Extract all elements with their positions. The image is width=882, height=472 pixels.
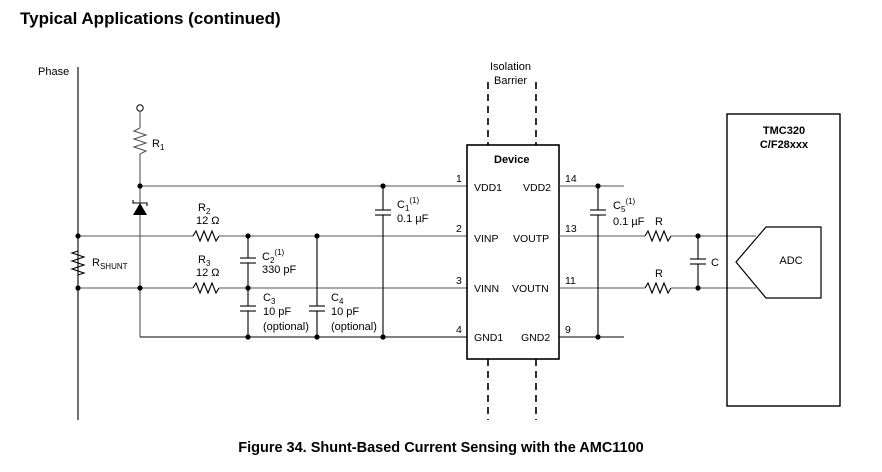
r-out-n-resistor: R [644,268,672,295]
rshunt-resistor: RSHUNT [70,250,128,276]
svg-text:12 Ω: 12 Ω [196,215,220,227]
isolation-amplifier-device: Device VDD1 VINP VINN GND1 VDD2 VOUTP VO… [456,144,577,360]
phase-label: Phase [38,66,69,78]
svg-text:330 pF: 330 pF [262,264,297,276]
svg-text:ADC: ADC [779,255,802,267]
svg-text:GND1: GND1 [474,332,503,344]
svg-text:11: 11 [565,275,576,287]
svg-text:C/F28xxx: C/F28xxx [760,139,809,151]
supply-terminal [136,104,144,112]
svg-text:Device: Device [494,154,529,166]
c5-capacitor: C5(1) 0.1 µF [590,183,645,340]
svg-text:12 Ω: 12 Ω [196,267,220,279]
svg-text:(optional): (optional) [263,321,309,333]
isolation-barrier-label: Isolation [490,61,531,73]
svg-text:R: R [655,268,663,280]
svg-text:VINN: VINN [474,283,499,295]
svg-text:VDD2: VDD2 [523,182,551,194]
svg-text:1: 1 [456,173,462,185]
svg-text:13: 13 [565,223,577,235]
svg-text:0.1 µF: 0.1 µF [397,213,429,225]
svg-text:VINP: VINP [474,233,499,245]
svg-text:C2(1): C2(1) [262,248,285,265]
svg-text:0.1 µF: 0.1 µF [613,216,645,228]
svg-text:C: C [711,257,719,269]
svg-text:3: 3 [456,275,462,287]
svg-text:C3: C3 [263,292,276,306]
svg-text:GND2: GND2 [521,332,550,344]
figure-caption: Figure 34. Shunt-Based Current Sensing w… [238,440,644,456]
svg-text:R2: R2 [198,202,211,216]
svg-text:Barrier: Barrier [494,75,527,87]
svg-text:(optional): (optional) [331,321,377,333]
c-filter-capacitor: C [690,233,719,291]
svg-text:2: 2 [456,223,462,235]
svg-text:4: 4 [456,324,462,336]
c1-capacitor: C1(1) 0.1 µF [375,186,429,337]
svg-text:RSHUNT: RSHUNT [92,257,128,271]
mcu-block: TMC320 C/F28xxx [726,113,841,407]
section-title: Typical Applications (continued) [20,9,281,28]
junction-dots-left [75,183,386,340]
svg-text:R: R [655,216,663,228]
svg-text:C1(1): C1(1) [397,196,420,213]
r2-resistor: R2 12 Ω [192,202,220,243]
r1-resistor: R1 [132,127,165,155]
svg-text:10 pF: 10 pF [331,306,359,318]
svg-text:TMC320: TMC320 [763,125,805,137]
c2-capacitor: C2(1) 330 pF [240,236,297,288]
svg-text:C5(1): C5(1) [613,197,636,214]
adc-block: ADC [735,226,822,299]
r3-resistor: R3 12 Ω [192,254,220,295]
zener-diode [132,186,148,337]
svg-text:14: 14 [565,173,577,185]
svg-text:C4: C4 [331,292,344,306]
svg-text:VOUTP: VOUTP [513,233,549,245]
svg-text:VOUTN: VOUTN [512,283,549,295]
c4-capacitor: C4 10 pF (optional) [309,236,377,337]
r-out-p-resistor: R [644,216,672,243]
svg-text:VDD1: VDD1 [474,182,502,194]
svg-text:R1: R1 [152,138,165,152]
svg-text:10 pF: 10 pF [263,306,291,318]
c3-capacitor: C3 10 pF (optional) [240,288,309,337]
svg-text:R3: R3 [198,254,211,268]
svg-text:9: 9 [565,324,571,336]
